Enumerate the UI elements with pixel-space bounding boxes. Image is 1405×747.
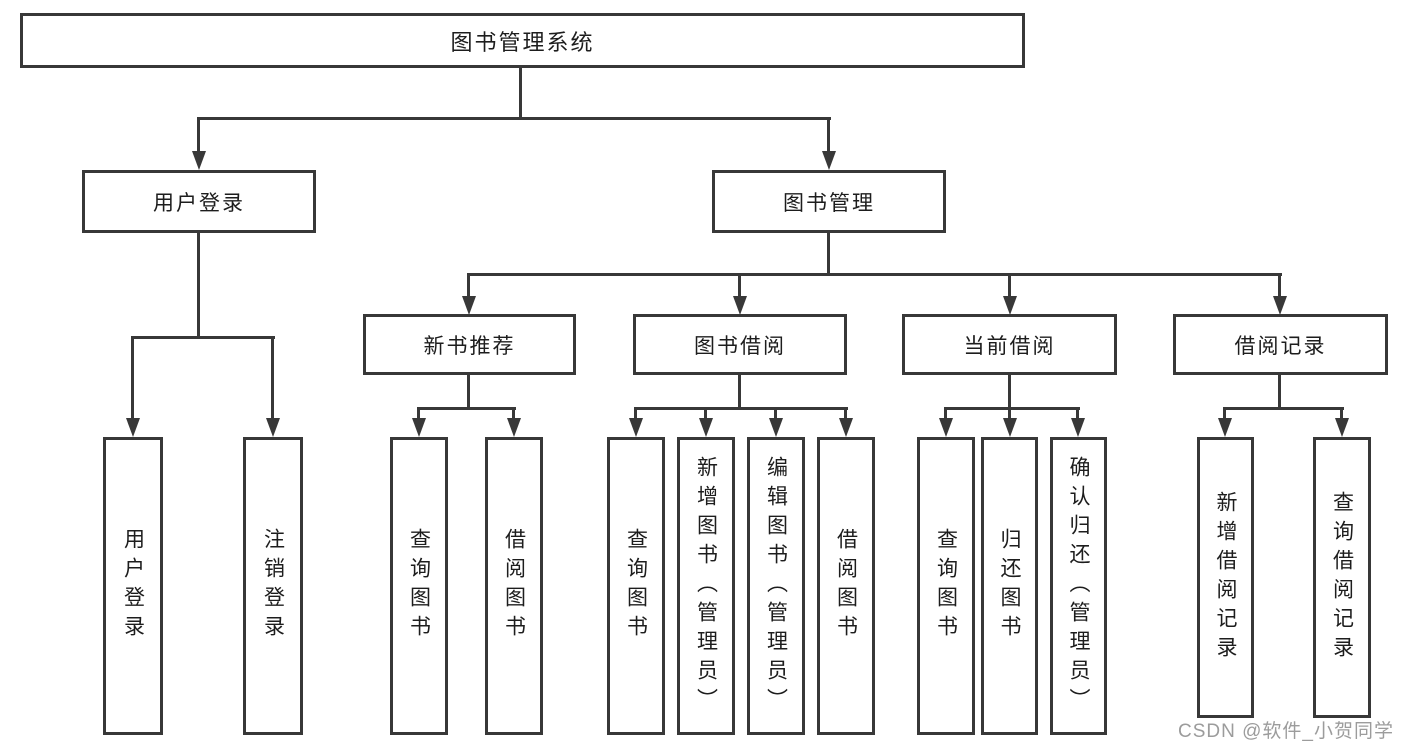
connector-line: [197, 117, 200, 153]
node-logout-leaf: 注销登录: [243, 437, 303, 735]
connector-line: [1008, 407, 1011, 420]
arrowhead-icon: [1335, 418, 1349, 437]
connector-line: [738, 273, 741, 297]
connector-line: [827, 233, 830, 273]
connector-line: [1008, 273, 1011, 297]
node-add-book-admin: 新增图书（管理员）: [677, 437, 735, 735]
connector-line: [738, 375, 741, 407]
connector-line: [417, 407, 516, 410]
connector-line: [1076, 407, 1079, 420]
connector-line: [1340, 407, 1343, 420]
connector-line: [512, 407, 515, 420]
arrowhead-icon: [939, 418, 953, 437]
connector-line: [197, 233, 200, 336]
connector-line: [1223, 407, 1344, 410]
connector-line: [467, 273, 470, 297]
connector-line: [467, 273, 1282, 276]
node-book-management: 图书管理: [712, 170, 946, 233]
arrowhead-icon: [507, 418, 521, 437]
node-borrow-record: 借阅记录: [1173, 314, 1388, 375]
node-add-borrow-record: 新增借阅记录: [1197, 437, 1254, 718]
node-borrow-book-recommend: 借阅图书: [485, 437, 543, 735]
connector-line: [271, 336, 274, 420]
connector-line: [417, 407, 420, 420]
node-return-book: 归还图书: [981, 437, 1038, 735]
node-new-book-recommend: 新书推荐: [363, 314, 576, 375]
connector-line: [944, 407, 947, 420]
arrowhead-icon: [1071, 418, 1085, 437]
node-user-login-leaf: 用户登录: [103, 437, 163, 735]
node-query-borrow-record: 查询借阅记录: [1313, 437, 1371, 718]
connector-line: [467, 375, 470, 407]
arrowhead-icon: [769, 418, 783, 437]
csdn-watermark: CSDN @软件_小贺同学: [1178, 721, 1394, 742]
arrowhead-icon: [629, 418, 643, 437]
connector-line: [197, 117, 831, 120]
arrowhead-icon: [1273, 296, 1287, 315]
node-user-login: 用户登录: [82, 170, 316, 233]
connector-line: [634, 407, 848, 410]
connector-line: [827, 117, 830, 153]
connector-line: [844, 407, 847, 420]
arrowhead-icon: [1003, 296, 1017, 315]
node-current-borrow: 当前借阅: [902, 314, 1117, 375]
arrowhead-icon: [266, 418, 280, 437]
arrowhead-icon: [462, 296, 476, 315]
node-confirm-return-admin: 确认归还（管理员）: [1050, 437, 1107, 735]
connector-line: [944, 407, 1080, 410]
arrowhead-icon: [192, 151, 206, 170]
node-query-book-recommend: 查询图书: [390, 437, 448, 735]
node-query-book-current: 查询图书: [917, 437, 975, 735]
connector-line: [1278, 375, 1281, 407]
node-edit-book-admin: 编辑图书（管理员）: [747, 437, 805, 735]
connector-line: [704, 407, 707, 420]
arrowhead-icon: [733, 296, 747, 315]
connector-line: [131, 336, 134, 420]
connector-line: [1278, 273, 1281, 297]
node-borrow-book-leaf: 借阅图书: [817, 437, 875, 735]
connector-line: [519, 68, 522, 117]
arrowhead-icon: [839, 418, 853, 437]
node-query-book-borrow: 查询图书: [607, 437, 665, 735]
arrowhead-icon: [1218, 418, 1232, 437]
arrowhead-icon: [822, 151, 836, 170]
arrowhead-icon: [412, 418, 426, 437]
node-book-borrow: 图书借阅: [633, 314, 847, 375]
connector-line: [131, 336, 275, 339]
connector-line: [1008, 375, 1011, 407]
connector-line: [774, 407, 777, 420]
connector-line: [1223, 407, 1226, 420]
arrowhead-icon: [1003, 418, 1017, 437]
node-library-management-system: 图书管理系统: [20, 13, 1025, 68]
connector-line: [634, 407, 637, 420]
arrowhead-icon: [699, 418, 713, 437]
arrowhead-icon: [126, 418, 140, 437]
